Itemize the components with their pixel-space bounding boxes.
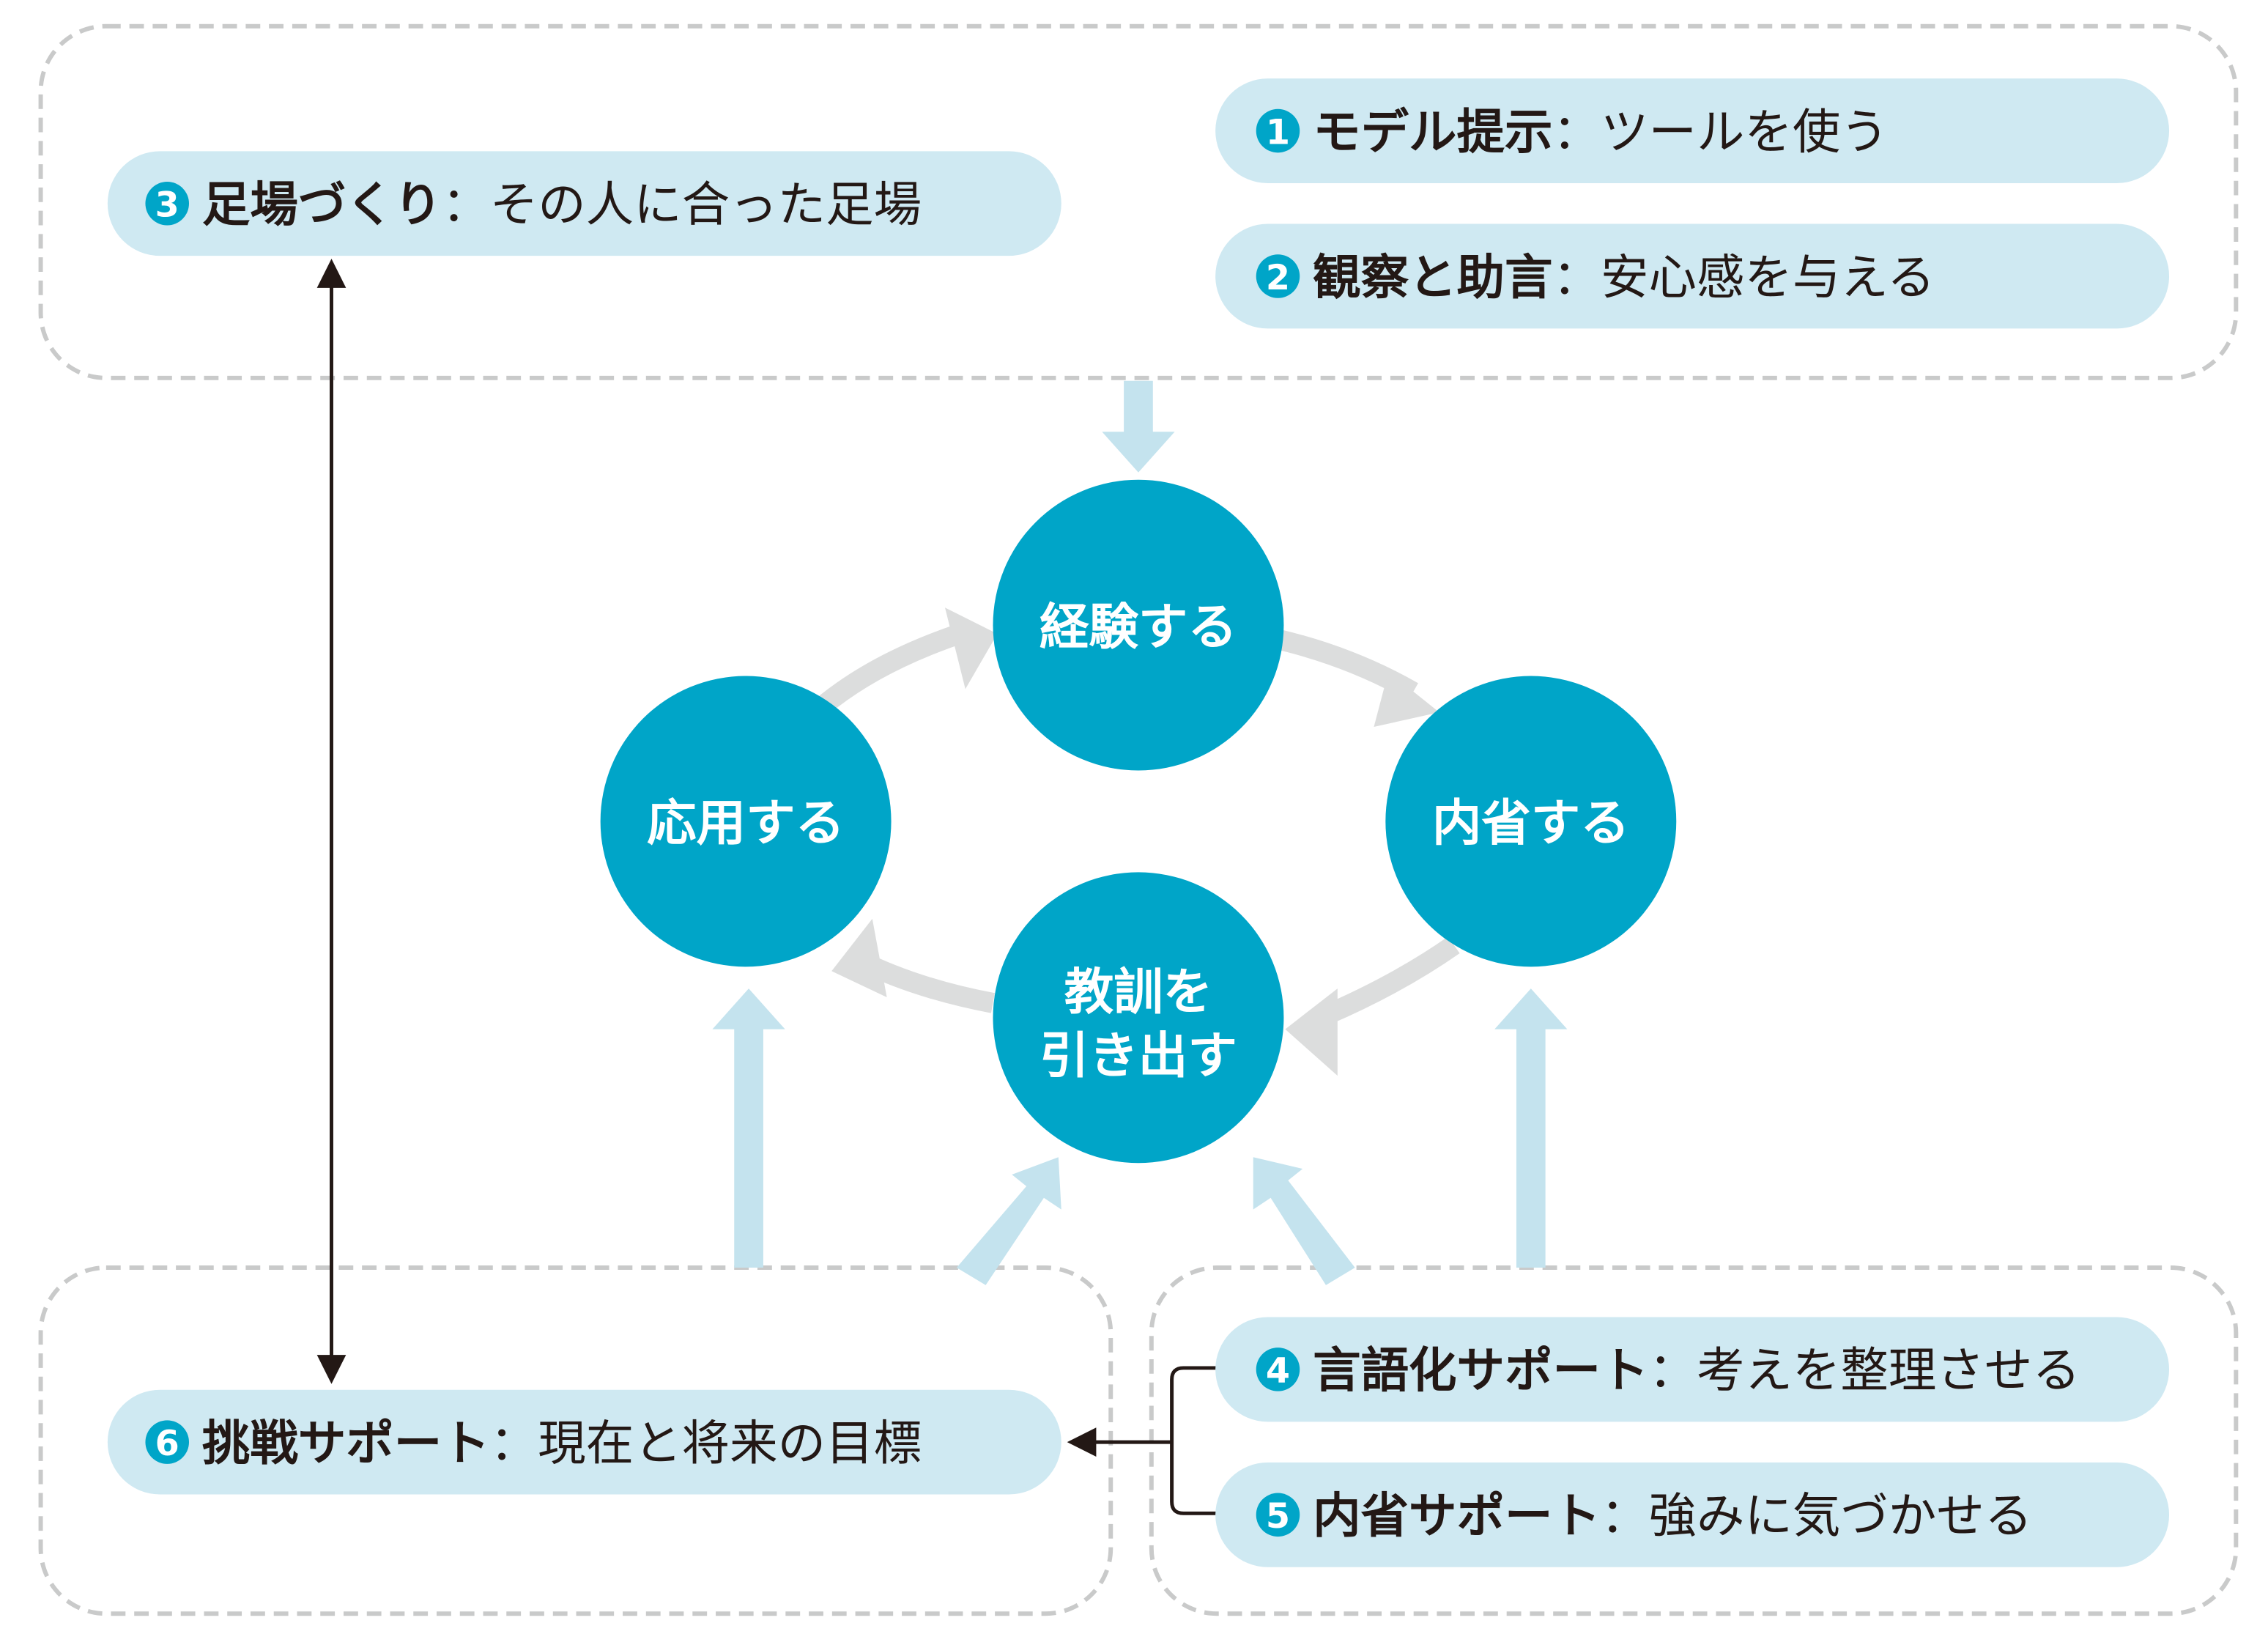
support-item-2: 2 観察と助言：安心感を与える [1215,223,2170,329]
number-badge-icon [1256,1348,1300,1391]
number-badge-icon [145,1420,189,1464]
number-badge-icon [145,181,189,226]
separator: ： [490,1416,538,1471]
support-description: 強みに気づかせる [1648,1488,2032,1544]
node-lesson: 教訓を 引き出す [993,872,1284,1164]
separator: ： [442,177,489,233]
number-badge: 3 [155,185,179,226]
support-title: 言語化サポート [1313,1343,1648,1399]
support-item-1: 1 モデル提示：ツールを使う [1215,78,2170,183]
support-item-6: 6 挑戦サポート：現在と将来の目標 [107,1389,1061,1495]
number-badge: 2 [1266,258,1290,298]
node-label-line1: 教訓を [1064,963,1212,1021]
number-badge: 5 [1266,1496,1290,1537]
support-description: ツールを使う [1601,104,1889,160]
node-label: 経験する [1040,598,1237,656]
node-apply: 応用する [600,676,892,967]
node-label: 応用する [647,794,845,852]
cycle-arrowhead-3 [831,918,887,998]
input-arrows [712,380,1568,1285]
svg-text:観察と助言：安心感を与える: 観察と助言：安心感を与える [1313,250,1935,306]
support-description: その人に合った足場 [490,177,922,233]
support-description: 考えを整理させる [1697,1343,2080,1399]
arrowhead-down-to-6 [316,1355,346,1384]
separator: ： [1601,1488,1648,1544]
arrow-diag-to-lesson-left [956,1157,1061,1285]
node-reflect: 内省する [1385,676,1677,967]
support-title: 内省サポート [1313,1488,1601,1544]
arrow-down-to-experience [1102,380,1175,473]
arrowhead-up-to-3 [316,259,346,288]
support-title: 挑戦サポート [202,1416,490,1471]
number-badge: 6 [155,1424,179,1464]
svg-text:言語化サポート：考えを整理させる: 言語化サポート：考えを整理させる [1313,1343,2080,1399]
number-badge-icon [1256,1493,1300,1537]
separator: ： [1553,250,1601,306]
cycle-arrow-reflect-to-lesson [1316,936,1460,1027]
separator: ： [1648,1343,1696,1399]
support-description: 安心感を与える [1601,250,1935,306]
support-item-5: 5 内省サポート：強みに気づかせる [1215,1462,2170,1567]
connector-bracket-4-5 [1170,1366,1219,1515]
support-title: 観察と助言 [1313,250,1552,306]
support-description: 現在と将来の目標 [538,1416,922,1471]
cycle-arrowhead-2 [1285,988,1338,1076]
cycle-arrowhead-4 [945,607,998,690]
number-badge: 1 [1266,112,1290,152]
cycle-arrow-apply-to-experience [819,624,963,712]
cycle-arrowhead-1 [1374,671,1439,727]
svg-text:モデル提示：ツールを使う: モデル提示：ツールを使う [1313,104,1889,160]
node-label-line2: 引き出す [1040,1027,1237,1084]
number-badge-icon [1256,254,1300,298]
svg-text:足場づくり：その人に合った足場: 足場づくり：その人に合った足場 [202,177,922,233]
number-badge: 4 [1266,1351,1290,1391]
arrowhead-left-to-6 [1067,1427,1097,1457]
arrow-up-to-apply [712,988,785,1268]
node-experience: 経験する [993,479,1284,771]
support-item-3: 3 足場づくり：その人に合った足場 [107,151,1061,256]
support-title: 足場づくり [202,177,442,233]
separator: ： [1553,104,1601,160]
svg-text:挑戦サポート：現在と将来の目標: 挑戦サポート：現在と将来の目標 [202,1416,922,1471]
support-title: モデル提示 [1313,104,1552,160]
top-group-container [38,23,2239,380]
svg-text:内省サポート：強みに気づかせる: 内省サポート：強みに気づかせる [1313,1488,2032,1544]
support-item-4: 4 言語化サポート：考えを整理させる [1215,1317,2170,1422]
arrow-diag-to-lesson-right [1253,1157,1355,1285]
connectors [330,276,1219,1515]
number-badge-icon [1256,108,1300,153]
arrow-up-to-reflect [1494,988,1568,1268]
node-label: 内省する [1432,794,1630,852]
